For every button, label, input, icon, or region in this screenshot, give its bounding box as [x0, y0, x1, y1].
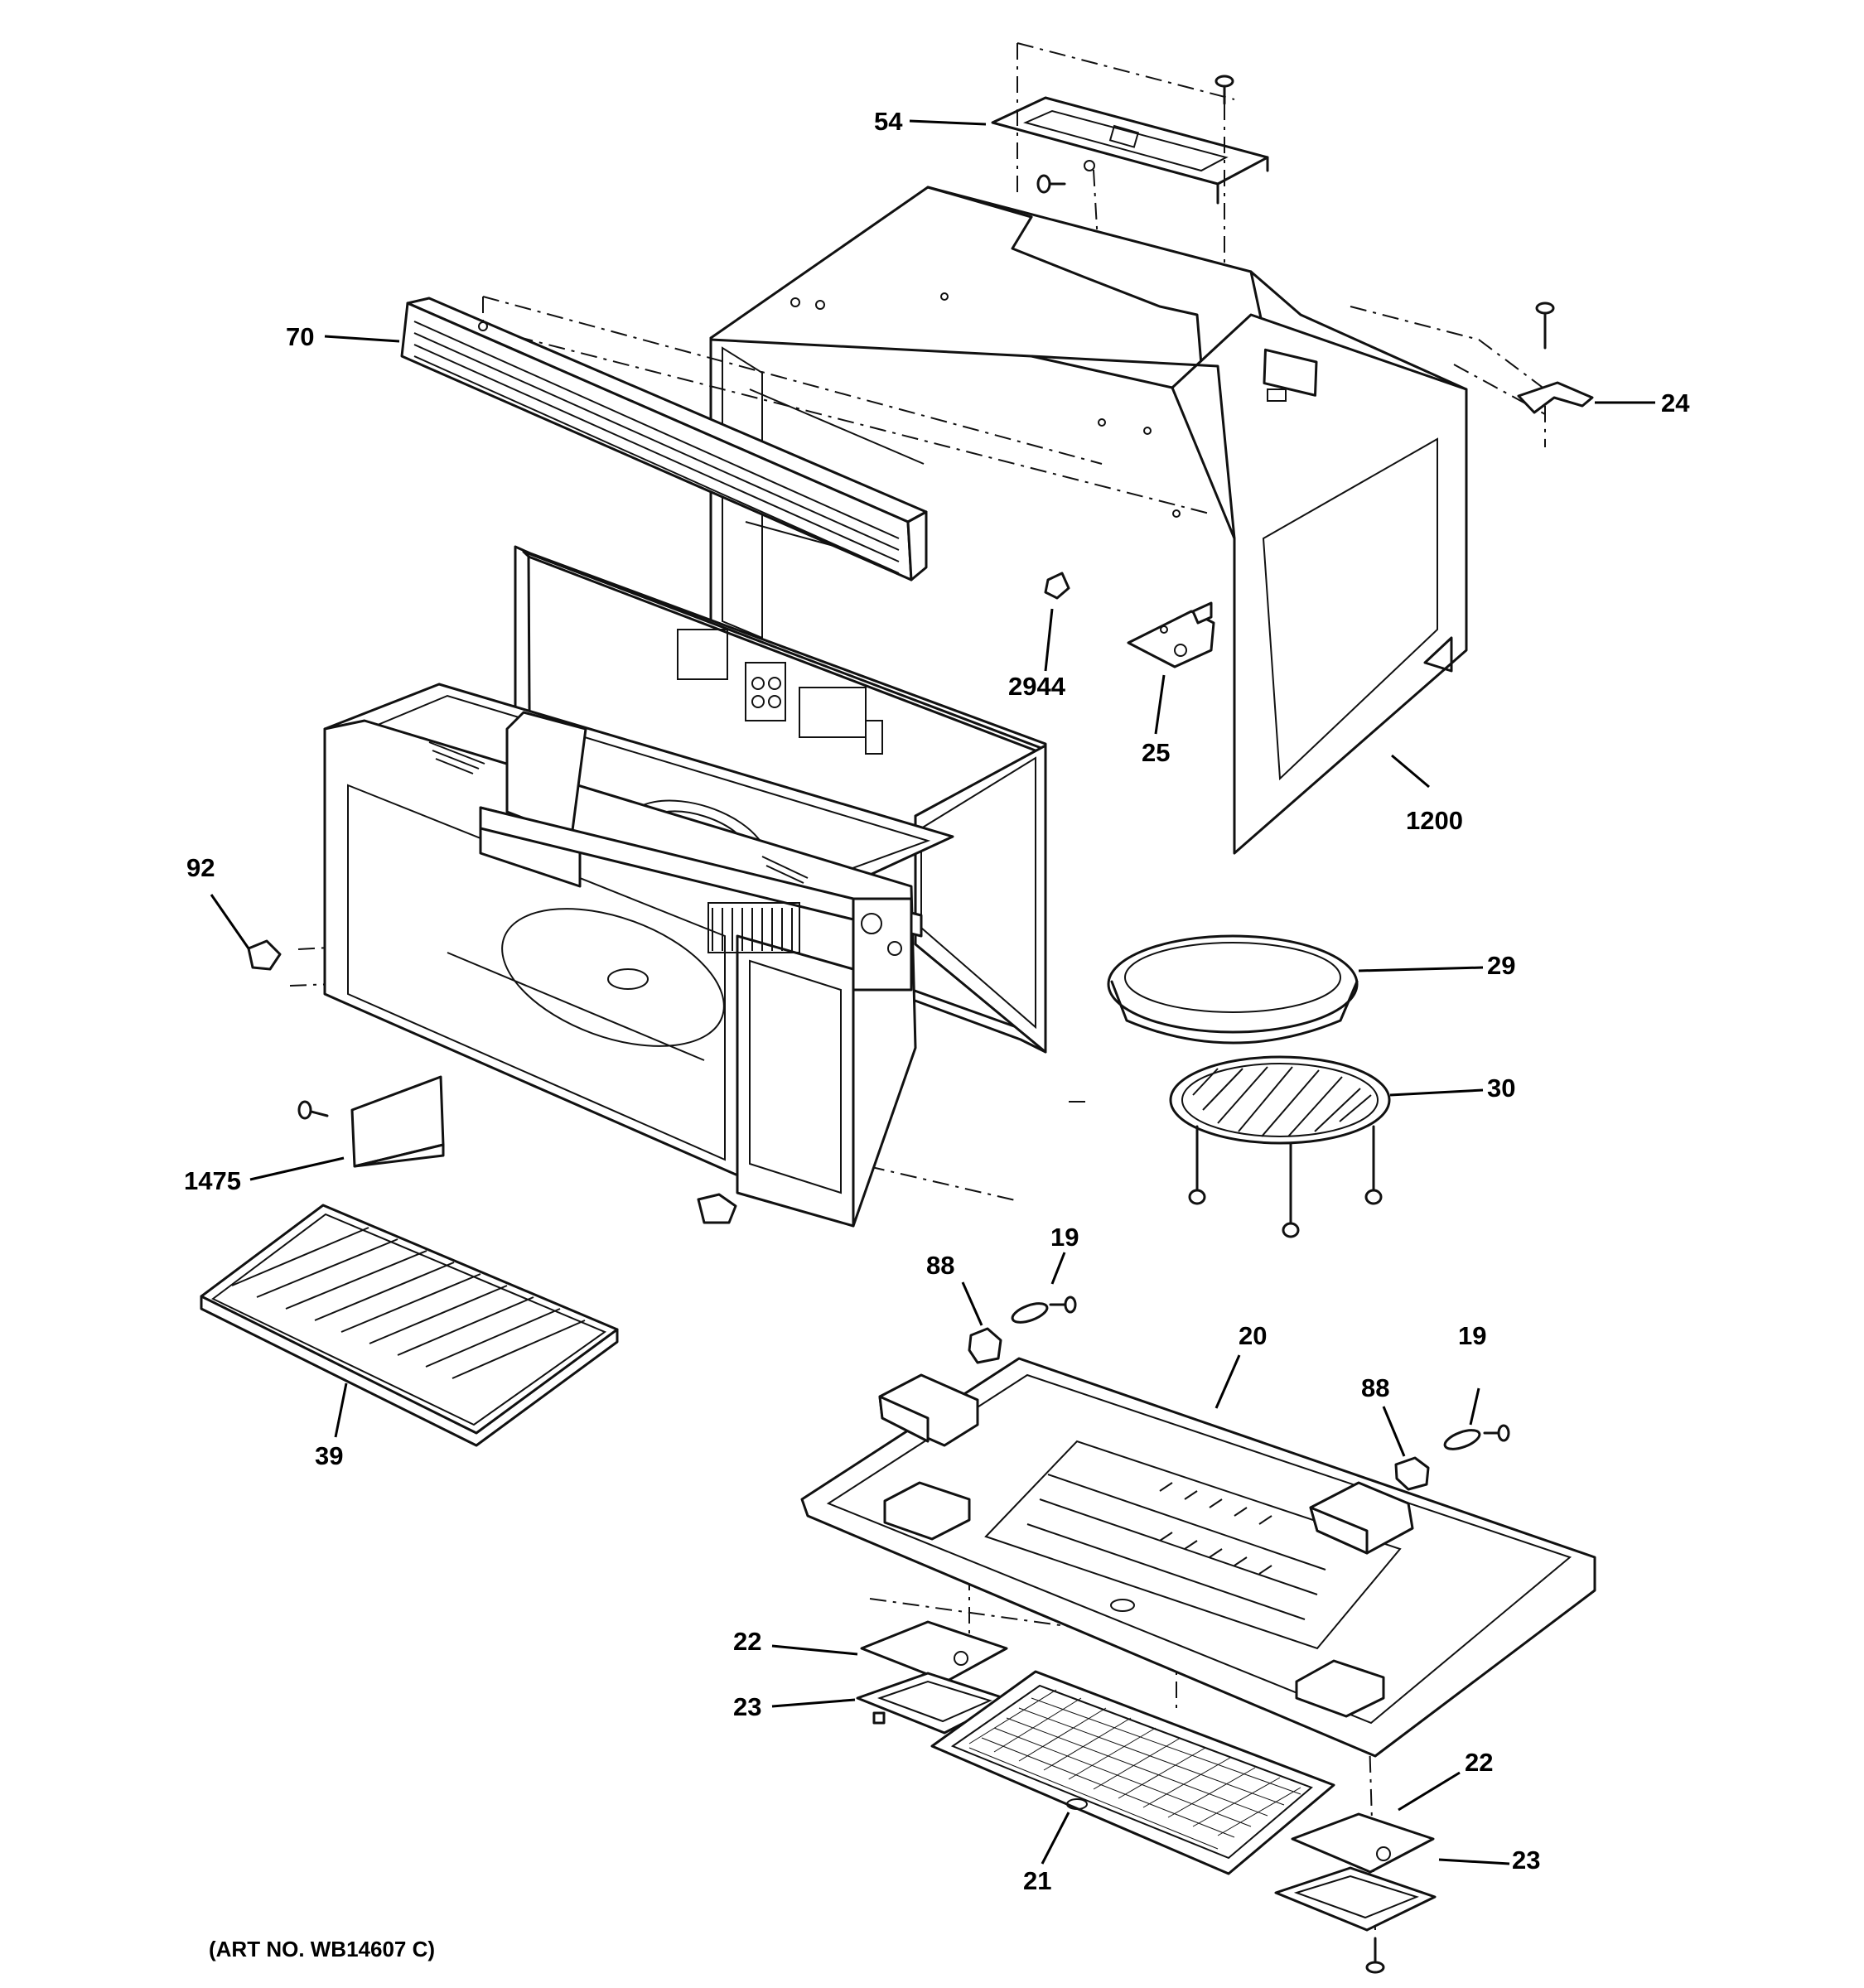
- callout-92: 92: [186, 853, 215, 882]
- callout-88-right: 88: [1361, 1373, 1390, 1402]
- callout-39: 39: [315, 1441, 344, 1470]
- callout-24: 24: [1661, 388, 1690, 417]
- callout-23-left: 23: [733, 1692, 762, 1721]
- cavity-assembly: [323, 545, 1047, 1228]
- callout-22-left: 22: [733, 1627, 762, 1656]
- part-19-left-bulb: [1011, 1296, 1077, 1324]
- part-1475-cover: [297, 1075, 445, 1168]
- part-70-vent-grille: [400, 297, 928, 581]
- part-29-turntable-tray: [1107, 934, 1359, 1045]
- callout-25: 25: [1142, 738, 1171, 767]
- cavity-latch: [697, 1193, 737, 1224]
- part-21-grease-filter: [930, 1670, 1335, 1875]
- callout-19-left: 19: [1050, 1223, 1079, 1252]
- leader-lines: [210, 119, 1655, 1865]
- part-30-turntable-rack: [1169, 1055, 1391, 1238]
- part-25-bracket: [1127, 601, 1215, 668]
- part-1200-outer-case: [709, 186, 1468, 855]
- part-88-left-socket: [968, 1327, 1002, 1364]
- art-number: (ART NO. WB14607 C): [209, 1937, 436, 1961]
- part-92-latch: [247, 939, 282, 971]
- part-24-bracket: [1517, 302, 1594, 414]
- callout-70: 70: [286, 322, 315, 351]
- callout-88-left: 88: [926, 1251, 955, 1280]
- part-19-right-bulb: [1443, 1424, 1510, 1450]
- callout-23-right: 23: [1512, 1846, 1541, 1875]
- callout-30: 30: [1487, 1074, 1516, 1103]
- part-22-23-right-light-cover: [1274, 1812, 1437, 1974]
- part-39-oven-rack: [200, 1204, 619, 1447]
- callout-1200: 1200: [1406, 806, 1463, 835]
- part-88-right-socket: [1394, 1456, 1430, 1491]
- callout-29: 29: [1487, 951, 1516, 980]
- callout-20: 20: [1239, 1321, 1268, 1350]
- callout-2944: 2944: [1008, 672, 1065, 701]
- part-2944-switch: [1044, 572, 1070, 600]
- part-20-bottom-plate: [800, 1357, 1596, 1758]
- callout-21: 21: [1023, 1866, 1052, 1895]
- callout-22-right: 22: [1465, 1748, 1494, 1777]
- callout-19-right: 19: [1458, 1321, 1487, 1350]
- callout-54: 54: [874, 107, 903, 136]
- callout-1475: 1475: [184, 1166, 241, 1195]
